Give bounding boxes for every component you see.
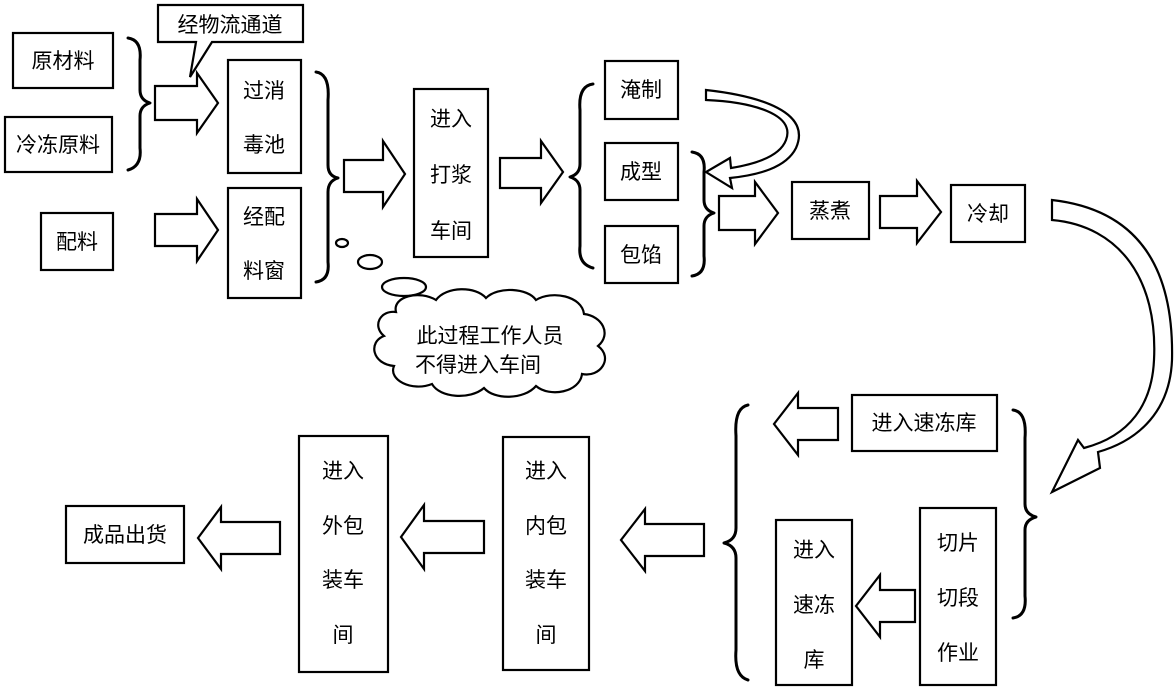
node-outer-packing: 进入 外包 装车 间 bbox=[297, 434, 390, 674]
node-slicing: 切片 切段 作业 bbox=[918, 506, 998, 687]
svg-text:作业: 作业 bbox=[937, 641, 979, 665]
svg-text:库: 库 bbox=[804, 648, 825, 672]
node-quick-freeze-storage-1: 进入速冻库 bbox=[850, 393, 999, 453]
node-pulping-workshop: 进入 打浆 车间 bbox=[412, 87, 490, 259]
brace-raw-inputs bbox=[126, 36, 152, 172]
logistics-channel-callout: 经物流通道 bbox=[156, 3, 305, 78]
svg-text:原材料: 原材料 bbox=[32, 49, 95, 73]
svg-text:进入: 进入 bbox=[525, 459, 567, 483]
svg-text:打浆: 打浆 bbox=[430, 163, 472, 187]
brace-freezing-close bbox=[1011, 408, 1038, 620]
arrow-to-steaming bbox=[717, 178, 780, 248]
svg-text:包馅: 包馅 bbox=[620, 243, 662, 267]
callout-text: 经物流通道 bbox=[178, 13, 283, 37]
svg-text:淹制: 淹制 bbox=[620, 78, 662, 102]
node-inner-packing: 进入 内包 装车 间 bbox=[501, 435, 591, 672]
arrow-slicing-to-freeze-2 bbox=[854, 571, 917, 641]
svg-text:切段: 切段 bbox=[937, 586, 979, 610]
node-steaming: 蒸煮 bbox=[790, 180, 871, 241]
svg-text:成品出货: 成品出货 bbox=[83, 523, 167, 547]
arrow-to-shipment bbox=[196, 503, 282, 573]
arrow-to-disinfection bbox=[153, 69, 220, 137]
svg-text:装车: 装车 bbox=[322, 568, 364, 592]
svg-text:间: 间 bbox=[333, 623, 354, 647]
note-line-2: 不得进入车间 bbox=[415, 353, 541, 377]
node-disinfection-pool: 过消 毒池 bbox=[226, 58, 303, 175]
svg-text:蒸煮: 蒸煮 bbox=[809, 199, 851, 223]
brace-disinfection-group bbox=[314, 70, 340, 284]
svg-text:间: 间 bbox=[536, 623, 557, 647]
node-cooling: 冷却 bbox=[949, 183, 1027, 244]
node-ingredient-window: 经配 料窗 bbox=[226, 186, 303, 300]
svg-text:装车: 装车 bbox=[525, 568, 567, 592]
arrow-to-ingredient-window bbox=[153, 195, 220, 265]
svg-text:经配: 经配 bbox=[243, 205, 285, 229]
node-raw-material: 原材料 bbox=[11, 31, 115, 90]
svg-text:进入速冻库: 进入速冻库 bbox=[872, 411, 977, 435]
svg-text:进入: 进入 bbox=[322, 459, 364, 483]
curved-arrow-cooling-to-freezing bbox=[1049, 198, 1174, 495]
node-shaping: 成型 bbox=[603, 141, 680, 202]
svg-text:外包: 外包 bbox=[322, 514, 364, 538]
arrow-to-inner-packing bbox=[619, 505, 706, 575]
svg-text:冷却: 冷却 bbox=[967, 202, 1009, 226]
arrow-from-freeze-1 bbox=[772, 389, 840, 459]
svg-text:内包: 内包 bbox=[525, 514, 567, 538]
svg-text:成型: 成型 bbox=[620, 160, 662, 184]
node-finished-product-shipment: 成品出货 bbox=[64, 504, 186, 565]
svg-text:进入: 进入 bbox=[430, 107, 472, 131]
thought-bubbles bbox=[334, 237, 428, 298]
brace-forming-open bbox=[568, 82, 595, 270]
svg-text:速冻: 速冻 bbox=[793, 593, 835, 617]
node-frozen-raw-material: 冷冻原料 bbox=[3, 115, 114, 174]
svg-text:过消: 过消 bbox=[243, 79, 285, 103]
note-line-1: 此过程工作人员 bbox=[417, 324, 564, 348]
node-stuffing: 包馅 bbox=[603, 224, 680, 285]
svg-text:毒池: 毒池 bbox=[243, 133, 285, 157]
node-marinate: 淹制 bbox=[603, 59, 680, 121]
node-quick-freeze-storage-2: 进入 速冻 库 bbox=[774, 518, 854, 687]
svg-text:进入: 进入 bbox=[793, 538, 835, 562]
svg-text:切片: 切片 bbox=[937, 531, 979, 555]
node-ingredients: 配料 bbox=[39, 211, 115, 272]
arrow-to-outer-packing bbox=[399, 501, 486, 573]
cloud-note: 此过程工作人员 不得进入车间 bbox=[373, 288, 606, 398]
svg-text:配料: 配料 bbox=[56, 230, 98, 254]
arrow-to-cooling bbox=[878, 177, 943, 247]
arrow-to-pulping bbox=[342, 137, 407, 211]
brace-freezing-open bbox=[722, 403, 750, 682]
brace-forming-close bbox=[690, 150, 716, 278]
svg-text:冷冻原料: 冷冻原料 bbox=[16, 133, 100, 157]
svg-text:车间: 车间 bbox=[430, 219, 472, 243]
curved-arrow-marinate-to-shaping bbox=[703, 88, 800, 191]
svg-text:料窗: 料窗 bbox=[243, 259, 285, 283]
arrow-to-forming-group bbox=[498, 137, 565, 207]
